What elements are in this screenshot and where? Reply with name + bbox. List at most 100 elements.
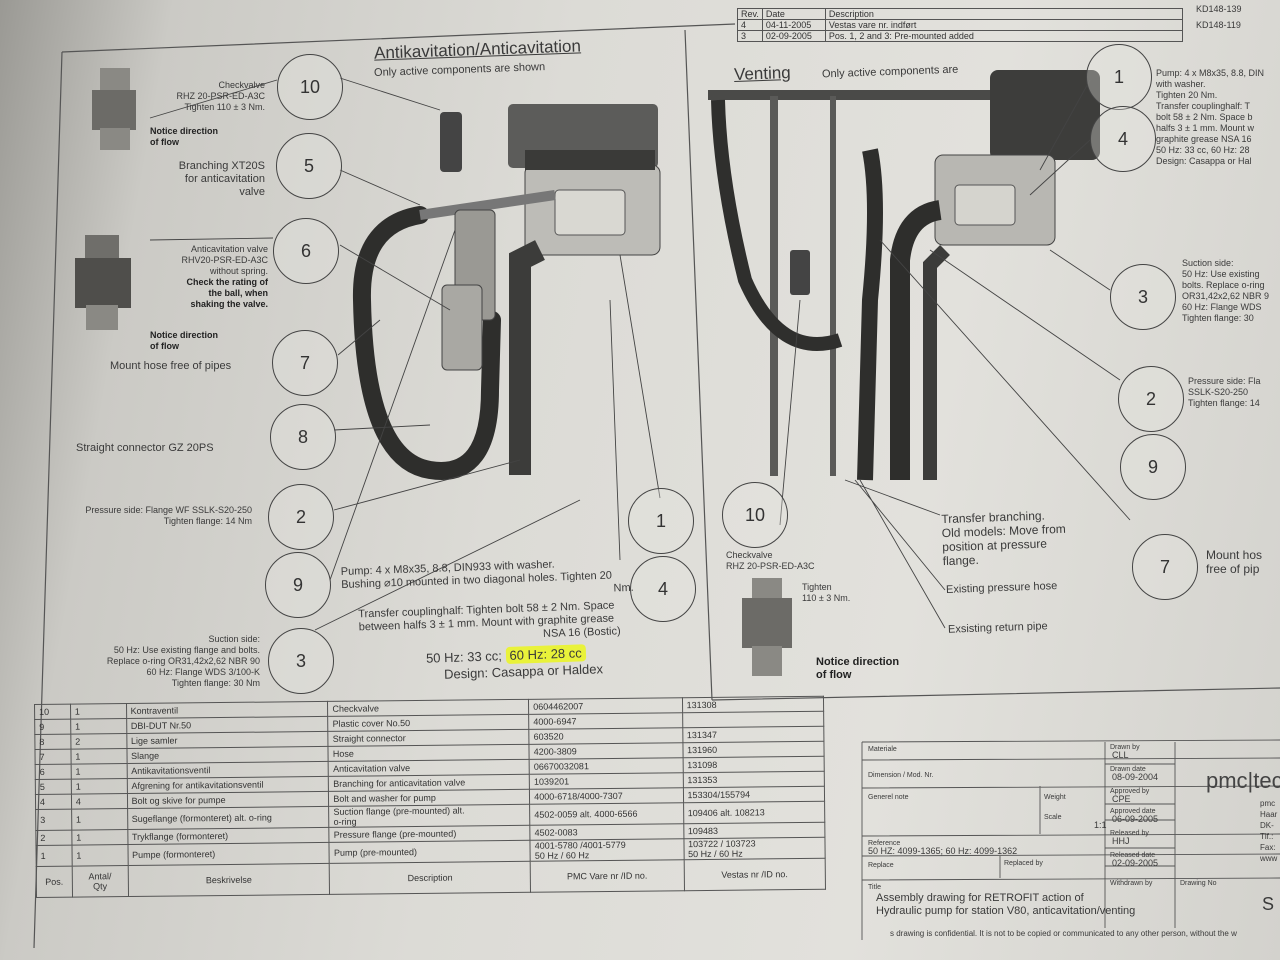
- left-checkvalve: [440, 112, 462, 172]
- bom-cell-vestas: [682, 711, 824, 728]
- tb-replace: Replace: [868, 862, 894, 869]
- tb-reference: Reference: [868, 840, 901, 847]
- bom-cell-qty: 1: [71, 829, 128, 846]
- tb-weight: Weight: [1044, 794, 1066, 801]
- tb-released-by: Released by: [1110, 830, 1149, 837]
- bom-cell-qty: 2: [70, 733, 127, 750]
- bom-cell-pos: 1: [35, 845, 72, 867]
- callout-6: 6: [273, 218, 339, 284]
- tb-general-note: Generel note: [868, 794, 909, 801]
- bom-cell-qty: 1: [70, 748, 127, 765]
- bom-header-qty: Antal/Qty: [71, 865, 129, 898]
- tb-drawn-by-value: CLL: [1112, 750, 1129, 760]
- date-cell: 02-09-2005: [761, 30, 826, 42]
- venting-callout-10: 10: [722, 482, 788, 548]
- company-logo: pmc|tec: [1206, 768, 1280, 793]
- venting-pump-top: [990, 70, 1100, 160]
- bom-cell-pos: 7: [34, 749, 71, 765]
- description-header: Description: [824, 8, 1183, 20]
- bom-header-pmc: PMC Vare nr /ID no.: [530, 859, 685, 893]
- hz50-label: 50 Hz: 33 cc;: [425, 648, 503, 666]
- bom-cell-pos: 4: [35, 794, 72, 810]
- bom-cell-pmc: 1039201: [529, 772, 683, 790]
- venting-callout-7: 7: [1132, 534, 1198, 600]
- bom-cell-besk: Pumpe (formonteret): [127, 842, 330, 866]
- confidential-note: s drawing is confidential. It is not to …: [890, 929, 1237, 938]
- venting-callout-1: 1: [1086, 44, 1152, 110]
- bom-cell-pos: 10: [34, 704, 71, 720]
- tb-dimension: Dimension / Mod. Nr.: [868, 772, 934, 779]
- bom-cell-pos: 6: [35, 764, 72, 780]
- pump-note: Pump: 4 x M8x35, 8.8, DIN933 with washer…: [340, 558, 634, 640]
- tb-material: Materiale: [868, 746, 897, 753]
- hz60-highlight: 60 Hz: 28 cc: [505, 644, 587, 665]
- bom-cell-vestas: 131098: [682, 756, 825, 773]
- tb-replaced-by: Replaced by: [1004, 860, 1043, 867]
- bom-cell-pmc: 603520: [528, 727, 683, 745]
- bom-cell-pmc: 4502-0059 alt. 4000-6566: [529, 802, 684, 826]
- tb-drawing-no-value: S: [1262, 894, 1275, 914]
- tb-title-label: Title: [868, 884, 881, 891]
- tb-scale: Scale: [1044, 814, 1062, 821]
- bom-cell-qty: 1: [71, 844, 128, 867]
- bom-header-desc: Description: [329, 861, 531, 895]
- checkvalve-image-top: [92, 68, 136, 150]
- bom-cell-vestas: 109406 alt. 108213: [683, 801, 825, 824]
- rev-cell: 4: [737, 19, 763, 31]
- bom-cell-qty: 4: [71, 793, 128, 810]
- callout-3-text: Suction side:50 Hz: Use existing flange …: [106, 634, 260, 688]
- bom-cell-qty: 1: [71, 778, 127, 795]
- callout-8: 8: [270, 404, 336, 470]
- tb-scale-value: 1:1: [1094, 820, 1107, 830]
- bom-cell-pos: 5: [35, 779, 72, 795]
- venting-callout-3: 3: [1110, 264, 1176, 330]
- callout-8-text: Straight connector GZ 20PS: [76, 442, 214, 454]
- bom-cell-vestas: 153304/155794: [682, 786, 825, 803]
- bom-cell-qty: 1: [71, 808, 128, 831]
- bom-cell-vestas: 131960: [682, 741, 825, 758]
- callout-2: 2: [268, 484, 334, 550]
- tb-drawn-date: Drawn date: [1110, 766, 1146, 773]
- desc-cell: Pos. 1, 2 and 3: Pre-mounted added: [824, 30, 1183, 42]
- tb-withdrawn-by: Withdrawn by: [1110, 880, 1153, 887]
- bom-cell-qty: 1: [70, 763, 127, 780]
- date-header: Date: [761, 8, 826, 20]
- tb-drawn-by: Drawn by: [1110, 744, 1140, 751]
- callout-3: 3: [268, 628, 334, 694]
- venting-callout-2: 2: [1118, 366, 1184, 432]
- callout-7-text: Mount hose free of pipes: [110, 360, 232, 372]
- tb-approved-date-value: 06-09-2005: [1112, 814, 1159, 824]
- tb-approved-by-value: CPE: [1112, 794, 1131, 804]
- bom-cell-pos: 8: [34, 734, 71, 750]
- tb-drawing-no: Drawing No: [1180, 880, 1217, 887]
- bom-cell-vestas: 131347: [682, 726, 824, 743]
- callout-1: 1: [628, 488, 694, 554]
- bom-cell-qty: 1: [70, 718, 127, 735]
- tb-released-date-value: 02-09-2005: [1112, 858, 1159, 868]
- bom-header-vestas: Vestas nr /ID no.: [683, 858, 826, 891]
- bom-cell-pmc: 06670032081: [529, 757, 683, 775]
- bom-cell-vestas: 109483: [683, 822, 825, 839]
- tb-released-date: Released date: [1110, 852, 1156, 859]
- tb-approved-date: Approved date: [1110, 808, 1156, 815]
- tb-drawn-date-value: 08-09-2004: [1112, 772, 1159, 782]
- callout-5: 5: [276, 133, 342, 199]
- bom-cell-vestas: 131353: [682, 771, 825, 788]
